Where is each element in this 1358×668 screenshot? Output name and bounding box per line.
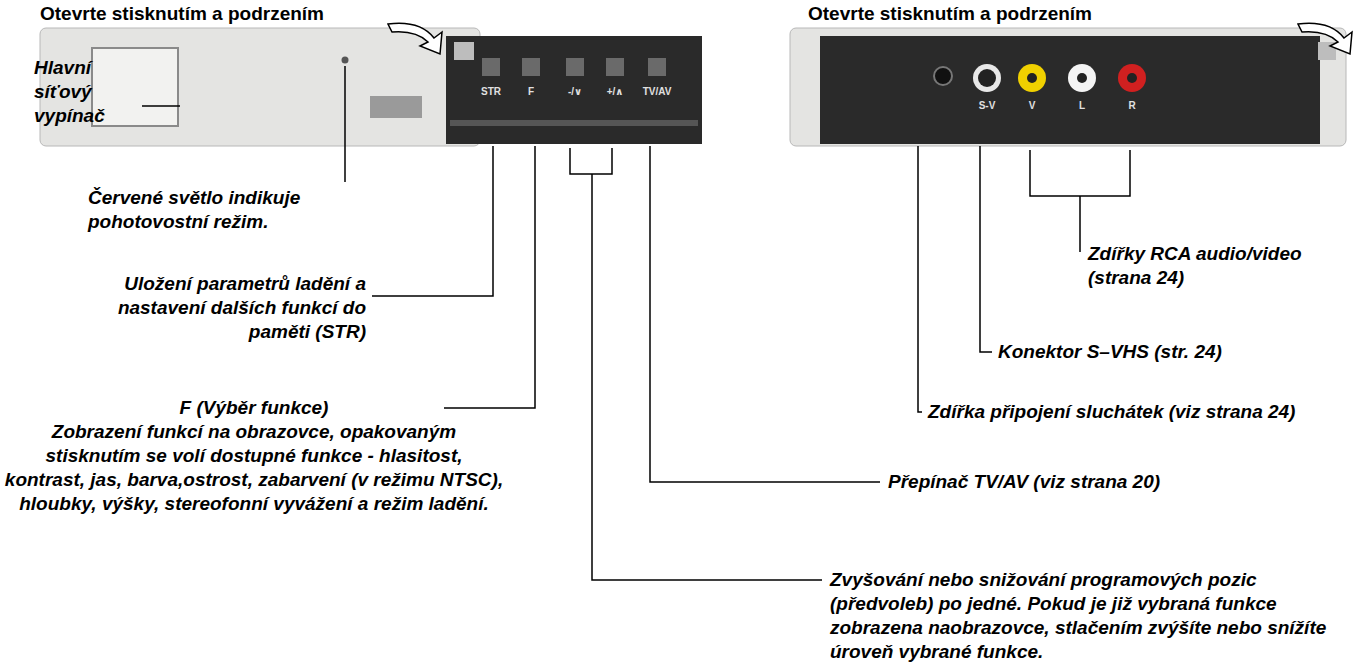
button-label: STR <box>473 86 509 98</box>
header-note: Otevrte stisknutím a podrzením <box>40 2 400 26</box>
header-note: Otevrte stisknutím a podrzením <box>808 2 1168 26</box>
button <box>522 58 540 76</box>
leader-line <box>344 66 346 182</box>
button-label: F <box>513 86 549 98</box>
panel-rail <box>450 120 698 126</box>
button-label: +/∧ <box>597 86 633 98</box>
front-panel <box>40 28 480 146</box>
leader-line <box>1030 150 1130 252</box>
button <box>482 58 500 76</box>
callout-label: Zvyšování nebo snižování programových po… <box>830 568 1352 664</box>
headphone-jack <box>934 67 952 85</box>
callout-label: Zdířka připojení sluchátek (viz strana 2… <box>928 400 1308 424</box>
leader-line <box>570 148 822 580</box>
av-bay <box>820 36 1320 144</box>
rca-video <box>1027 73 1037 83</box>
callout-heading: F (Výběr funkce) <box>4 396 504 420</box>
button <box>566 58 584 76</box>
button-label: TV/AV <box>637 86 677 98</box>
svhs-connector <box>978 69 996 87</box>
rca-video <box>1018 64 1046 92</box>
svhs-connector <box>973 64 1001 92</box>
leader-line <box>980 146 992 352</box>
callout-label: Přepínač TV/AV (viz strana 20) <box>888 470 1328 494</box>
rca-left <box>1068 64 1096 92</box>
leader-line <box>918 146 922 412</box>
ir-window <box>370 96 422 118</box>
leader-line <box>372 146 493 296</box>
open-arrow <box>388 23 442 54</box>
jack-label: L <box>1067 100 1097 112</box>
jack-label: R <box>1117 100 1147 112</box>
button <box>648 58 666 76</box>
standby-led <box>342 57 349 64</box>
door-latch <box>454 42 474 60</box>
av-panel <box>790 28 1346 146</box>
jack-label: S-V <box>970 100 1004 112</box>
button-bay <box>446 36 702 144</box>
jack-label: V <box>1017 100 1047 112</box>
rca-left <box>1077 73 1087 83</box>
rca-right <box>1127 73 1137 83</box>
leader-line <box>142 105 180 107</box>
callout-label: Zobrazení funkcí na obrazovce, opakovaný… <box>4 420 504 516</box>
open-arrow <box>1298 23 1352 54</box>
leader-line <box>650 146 880 482</box>
callout-label: Hlavní síťový vypínač <box>34 56 140 128</box>
callout-label: Uložení parametrů ladění a nastavení dal… <box>70 272 366 344</box>
callout-label: Konektor S–VHS (str. 24) <box>998 340 1328 364</box>
callout-label: Červené světlo indikuje pohotovostní rež… <box>88 186 378 234</box>
button <box>606 58 624 76</box>
button-label: -/∨ <box>557 86 593 98</box>
power-switch <box>92 48 178 126</box>
callout-label: Zdířky RCA audio/video (strana 24) <box>1088 242 1348 290</box>
rca-right <box>1118 64 1146 92</box>
leader-line <box>444 146 535 408</box>
